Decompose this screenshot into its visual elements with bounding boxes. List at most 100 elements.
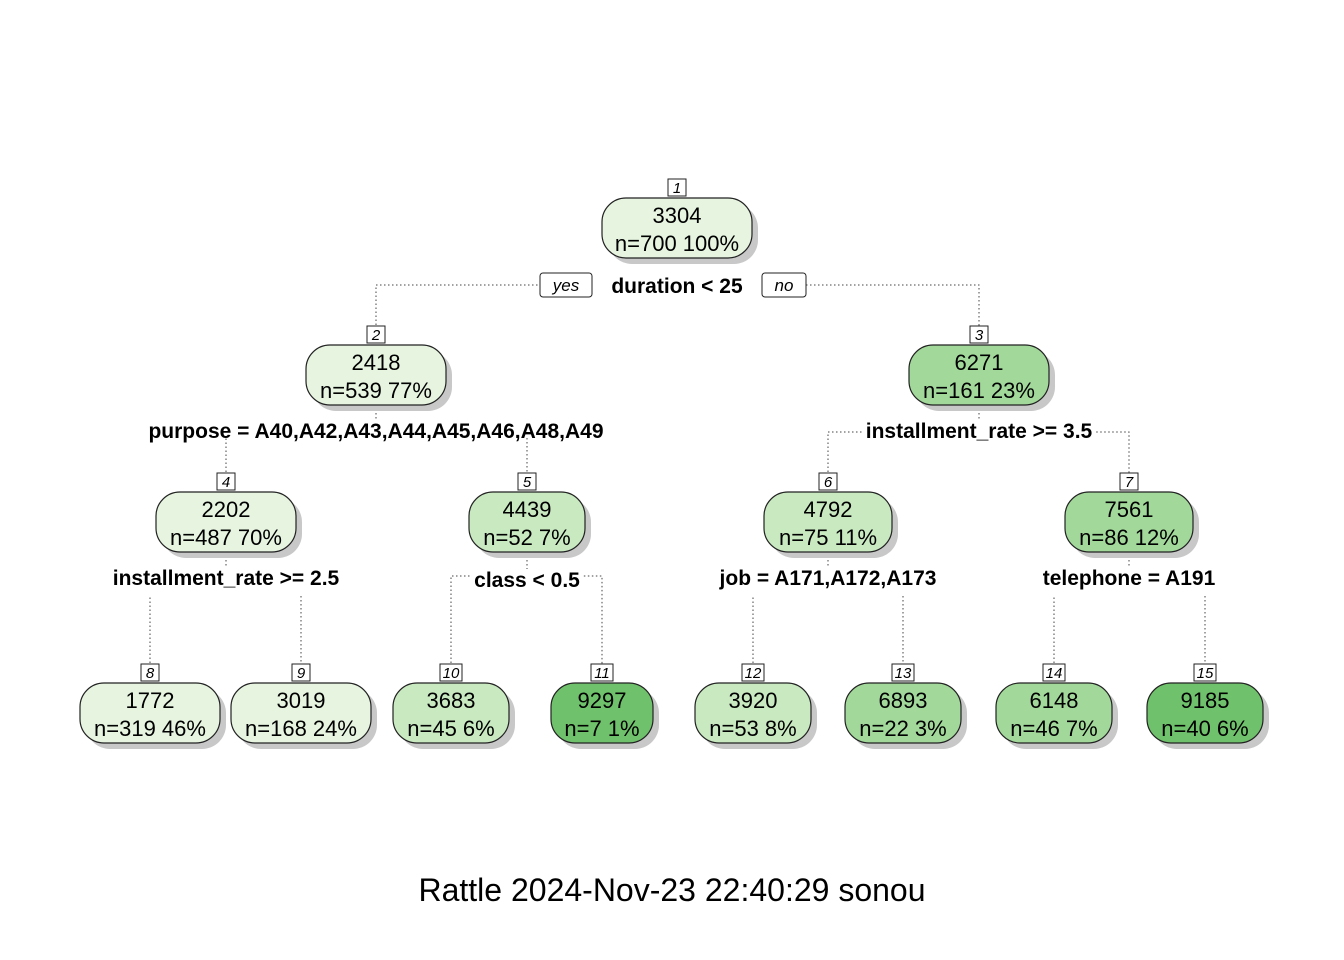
node-box <box>601 197 753 259</box>
node-box <box>392 682 510 744</box>
node-box <box>908 344 1050 406</box>
node-id: 14 <box>1046 665 1063 682</box>
node-value: 2418 <box>352 350 401 375</box>
node-count: n=700 100% <box>615 231 739 256</box>
node-value: 2202 <box>202 497 251 522</box>
node-id: 2 <box>371 327 381 344</box>
footer-caption: Rattle 2024-Nov-23 22:40:29 sonou <box>418 872 926 908</box>
node-id-box <box>741 663 765 682</box>
node-value: 4439 <box>503 497 552 522</box>
node-value: 6893 <box>879 688 928 713</box>
node-box <box>155 491 297 553</box>
node-id-box <box>969 325 989 344</box>
node-id-box <box>366 325 386 344</box>
tree-split-labels: duration < 25 purpose = A40,A42,A43,A44,A… <box>113 272 1216 592</box>
node-count: n=168 24% <box>245 716 357 741</box>
split-label: purpose = A40,A42,A43,A44,A45,A46,A48,A4… <box>148 420 603 443</box>
node-id-box <box>1119 472 1139 491</box>
node-id-box <box>1193 663 1217 682</box>
node-id: 3 <box>975 327 984 344</box>
node-count: n=46 7% <box>1010 716 1097 741</box>
node-box <box>79 682 221 744</box>
tree-node: 9297 n=7 1% 11 <box>550 663 659 749</box>
node-box <box>1146 682 1264 744</box>
node-id-box <box>590 663 614 682</box>
node-value: 3304 <box>653 203 702 228</box>
tree-node: 7561 n=86 12% 7 <box>1064 472 1199 558</box>
node-box <box>550 682 654 744</box>
node-value: 9297 <box>578 688 627 713</box>
split-label: telephone = A191 <box>1043 567 1216 590</box>
node-value: 3683 <box>427 688 476 713</box>
node-id-box <box>216 472 236 491</box>
edge-right-1 <box>806 284 980 329</box>
node-id-box <box>517 472 537 491</box>
edge-right-5 <box>583 575 603 667</box>
node-count: n=319 46% <box>94 716 206 741</box>
node-id: 12 <box>745 665 762 682</box>
node-value: 3019 <box>277 688 326 713</box>
edge-left-5 <box>450 575 471 667</box>
node-id: 15 <box>1197 665 1214 682</box>
node-value: 7561 <box>1105 497 1154 522</box>
yes-tag: yes <box>539 272 593 298</box>
split-label: installment_rate >= 3.5 <box>866 420 1093 443</box>
yes-label: yes <box>552 276 580 295</box>
node-box <box>305 344 447 406</box>
node-count: n=539 77% <box>320 378 432 403</box>
node-id-box <box>291 663 311 682</box>
node-id-box <box>140 663 160 682</box>
node-count: n=53 8% <box>709 716 796 741</box>
edge-right-3 <box>1096 431 1130 476</box>
split-label: duration < 25 <box>611 275 743 298</box>
node-box <box>995 682 1113 744</box>
node-id-box <box>667 178 687 197</box>
node-id: 13 <box>895 665 912 682</box>
edge-left-1 <box>375 284 540 329</box>
no-box <box>761 272 807 298</box>
node-box <box>694 682 812 744</box>
node-id-box <box>891 663 915 682</box>
tree-edges <box>149 284 1206 667</box>
node-id: 6 <box>824 474 833 491</box>
split-label: class < 0.5 <box>474 569 580 592</box>
node-id: 4 <box>222 474 230 491</box>
tree-node: 2418 n=539 77% 2 <box>305 325 452 411</box>
no-label: no <box>775 276 794 295</box>
node-id: 5 <box>523 474 532 491</box>
node-id: 11 <box>594 665 610 682</box>
edge-left-3 <box>827 431 862 476</box>
node-id-box <box>1042 663 1066 682</box>
node-count: n=45 6% <box>407 716 494 741</box>
tree-node: 3683 n=45 6% 10 <box>392 663 515 749</box>
node-id: 7 <box>1125 474 1134 491</box>
tree-node: 6893 n=22 3% 13 <box>844 663 967 749</box>
tree-node: 2202 n=487 70% 4 <box>155 472 302 558</box>
node-count: n=22 3% <box>859 716 946 741</box>
node-count: n=7 1% <box>564 716 639 741</box>
node-id-box <box>439 663 463 682</box>
tree-node: 4439 n=52 7% 5 <box>468 472 591 558</box>
yes-box <box>539 272 593 298</box>
split-label: job = A171,A172,A173 <box>719 567 937 590</box>
node-id: 10 <box>443 665 460 682</box>
node-value: 6271 <box>955 350 1004 375</box>
node-count: n=52 7% <box>483 525 570 550</box>
tree-node: 3019 n=168 24% 9 <box>230 663 377 749</box>
node-id: 8 <box>146 665 155 682</box>
node-count: n=86 12% <box>1079 525 1179 550</box>
node-id: 1 <box>673 180 681 197</box>
node-box <box>468 491 586 553</box>
node-value: 9185 <box>1181 688 1230 713</box>
node-count: n=75 11% <box>779 525 877 550</box>
tree-node: 3304 n=700 100% 1 <box>601 178 758 264</box>
node-count: n=487 70% <box>170 525 282 550</box>
node-id: 9 <box>297 665 306 682</box>
split-label: installment_rate >= 2.5 <box>113 567 340 590</box>
